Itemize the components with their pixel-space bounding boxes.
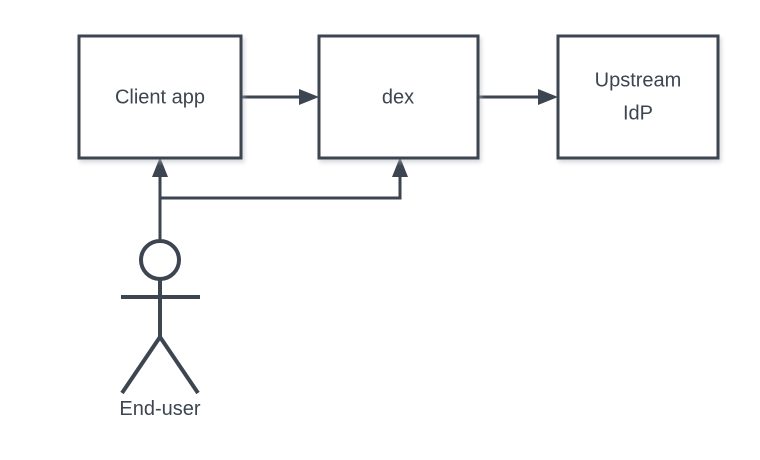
arrowhead-icon xyxy=(299,89,319,105)
node-dex[interactable]: dex xyxy=(317,34,480,160)
arrowhead-icon xyxy=(538,89,558,105)
actor-end-user[interactable]: End-user xyxy=(119,239,201,420)
arrowhead-icon xyxy=(152,157,168,177)
edge-line xyxy=(160,170,402,200)
node-dex-box[interactable] xyxy=(317,34,480,160)
actor-right-leg-icon xyxy=(158,335,200,395)
actor-end-user-label: End-user xyxy=(119,398,200,420)
node-upstream-idp-label-line1: Upstream xyxy=(595,69,682,91)
node-upstream-idp-label-line2: IdP xyxy=(623,102,653,124)
node-client-app-label: Client app xyxy=(115,86,205,108)
arrowhead-icon xyxy=(392,157,408,177)
actor-left-leg-icon xyxy=(120,335,162,395)
actor-head-icon xyxy=(139,239,181,281)
edge-client-app-to-dex xyxy=(241,89,319,105)
node-dex-label: dex xyxy=(382,86,414,108)
edge-end-user-to-client-app xyxy=(152,157,168,243)
edge-dex-to-upstream-idp xyxy=(478,89,558,105)
node-client-app-box[interactable] xyxy=(77,34,243,160)
node-client-app[interactable]: Client app xyxy=(77,34,243,160)
node-upstream-idp-box[interactable] xyxy=(556,34,720,160)
node-upstream-idp[interactable]: Upstream IdP xyxy=(556,34,720,160)
edge-end-user-to-dex xyxy=(160,157,408,200)
